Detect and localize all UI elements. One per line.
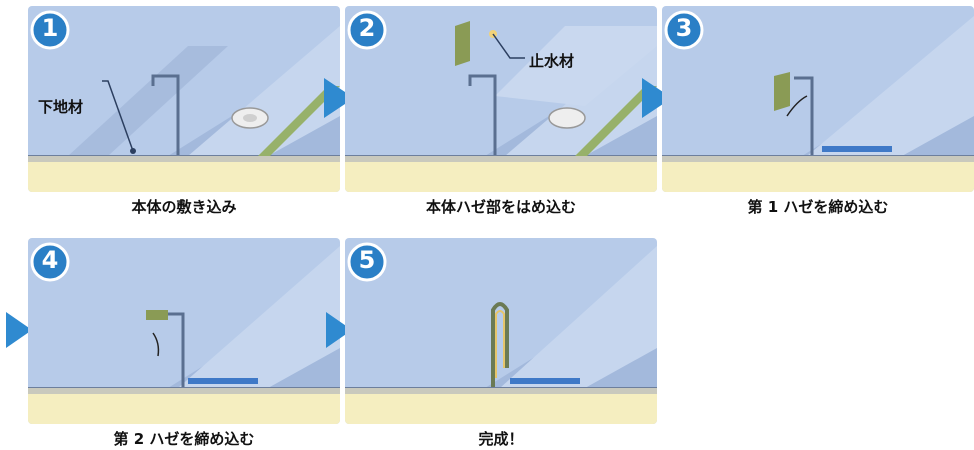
step-5-illustration: [345, 238, 657, 424]
next-step-arrow: [6, 312, 32, 348]
step-3-caption: 第 1 ハゼを締め込む: [747, 198, 889, 216]
step-3-panel: 3: [662, 6, 974, 192]
step-5-panel: 5: [345, 238, 657, 424]
step-1-panel: 1 下地材: [28, 6, 340, 192]
step-4-illustration: [28, 238, 340, 424]
sealant-label: 止水材: [529, 52, 575, 70]
step-3-illustration: [662, 6, 974, 192]
step-4-panel: 4: [28, 238, 340, 424]
step-5-number: 5: [358, 246, 376, 274]
step-5-caption: 完成！: [478, 430, 524, 448]
next-step-arrow: [642, 78, 672, 118]
step-1-illustration: [28, 6, 340, 192]
step-2-illustration: [345, 6, 657, 192]
step-3-number: 3: [675, 14, 693, 42]
step-2-caption: 本体ハゼ部をはめ込む: [425, 198, 576, 216]
next-step-arrow: [326, 312, 352, 348]
step-1-caption: 本体の敷き込み: [131, 198, 237, 216]
step-4-caption: 第 2 ハゼを締め込む: [113, 430, 255, 448]
step-2-number: 2: [358, 14, 376, 42]
step-4-number: 4: [41, 246, 59, 274]
step-1-number: 1: [41, 14, 59, 42]
next-step-arrow: [324, 78, 354, 118]
substrate-label: 下地材: [38, 98, 84, 116]
step-2-panel: 2 止水材: [345, 6, 657, 192]
